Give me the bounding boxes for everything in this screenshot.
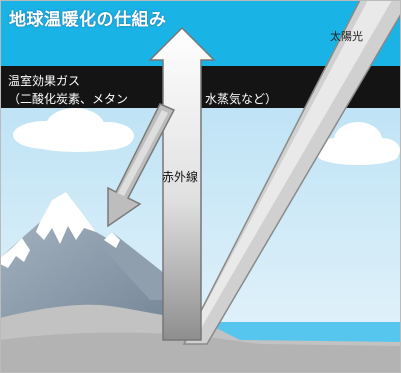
greenhouse-gas-label: 温室効果ガス bbox=[8, 74, 81, 88]
greenhouse-gas-examples-label-cont: 水蒸気など） bbox=[205, 92, 278, 106]
infrared-label: 赤外線 bbox=[162, 170, 199, 184]
ground-shade bbox=[0, 332, 401, 373]
snow-cap bbox=[0, 238, 30, 268]
snow-cap bbox=[104, 232, 120, 248]
reflected-infrared-arrow bbox=[107, 103, 176, 228]
diagram-title: 地球温暖化の仕組み bbox=[9, 10, 167, 30]
snow-cap bbox=[36, 192, 96, 244]
greenhouse-gas-examples-label: （二酸化炭素、メタン bbox=[8, 92, 129, 106]
sunlight-label: 太陽光 bbox=[330, 30, 363, 43]
sunlight-beam-highlight bbox=[192, 0, 392, 330]
cloud-left bbox=[13, 108, 134, 152]
